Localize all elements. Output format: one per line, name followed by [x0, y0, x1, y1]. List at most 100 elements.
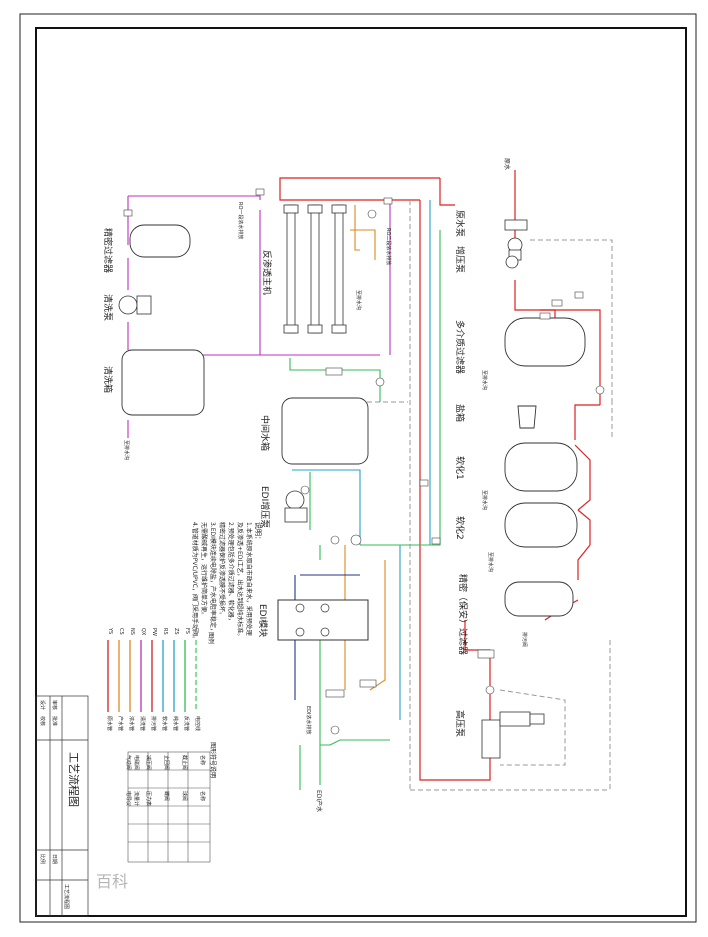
- annot-pollution-drain: 排污阀: [521, 632, 527, 648]
- legend-code: PW: [151, 628, 157, 636]
- symbol-cell: 止回阀: [163, 755, 169, 771]
- label-wash-pump: 清洗泵: [102, 294, 112, 322]
- symbol-cell: 电磁阀: [133, 755, 139, 771]
- edi-pump-shape: [284, 490, 308, 523]
- wash-pump-shape: [118, 295, 152, 315]
- symbol-cell: 名称: [199, 755, 205, 766]
- legend-heading: 图例: [207, 632, 214, 645]
- annot-ro-conc-mid: RO二段浓水排放: [385, 228, 391, 266]
- label-salt-tank: 盐箱: [454, 404, 464, 423]
- drawing-title: 工艺流程图: [67, 752, 80, 807]
- legend-code: RS: [162, 628, 168, 635]
- annot-drain-3: 至排水沟: [481, 370, 487, 391]
- title-block-cell: 日期: [51, 854, 57, 865]
- label-precision-filter-top: 精密过滤器: [102, 228, 112, 274]
- wash-tank-vessel: [121, 349, 205, 416]
- notes-line: 精密过滤器保护反渗透膜不受损坏。: [218, 522, 225, 619]
- softener2-vessel: [504, 502, 578, 548]
- cleaning-lines: [127, 195, 391, 438]
- notes-line: 3.EDI模块连续电除盐，产水电阻率稳定，: [209, 522, 216, 634]
- title-block-project: 工艺流程图: [63, 884, 69, 910]
- symbol-cell: 球阀: [181, 791, 187, 802]
- legend-label: 反洗管: [183, 716, 189, 732]
- symbol-cell: 减压阀: [145, 755, 151, 771]
- watermark: 百科: [96, 872, 129, 891]
- middle-tank-vessel: [281, 397, 369, 465]
- edi-lines: [294, 574, 360, 700]
- hp-pump-shape: [481, 711, 545, 759]
- label-wash-tank: 清洗箱: [102, 366, 112, 394]
- title-block-cell: 批准: [51, 716, 57, 727]
- booster-pump-shape: [505, 255, 519, 269]
- legend-label: 电控线: [194, 716, 200, 732]
- raw-pump-shape: [504, 219, 528, 261]
- multi-filter-vessel: [504, 317, 586, 367]
- edi-port-1: [295, 603, 305, 613]
- legend-label: 产水管: [117, 716, 123, 732]
- label-booster-pump: 增压泵: [454, 246, 464, 274]
- label-middle-tank: 中间水箱: [259, 415, 269, 452]
- annot-ro-conc-top: RO一段浓水排放: [237, 202, 243, 240]
- edi-port-4: [320, 627, 330, 637]
- notes-heading: 说明：: [254, 522, 262, 543]
- salt-tank-vessel: [517, 405, 537, 429]
- symbol-cell: 电导仪: [125, 791, 131, 807]
- legend-label: 原水管: [106, 716, 112, 732]
- title-block-cell: 校核: [39, 716, 45, 727]
- drain-dash-lines: [335, 200, 613, 791]
- symbol-table-grid: [127, 751, 211, 863]
- legend-label: 软水管: [161, 716, 167, 732]
- symbol-cell: 气动阀: [125, 755, 131, 771]
- annot-drain-2: 至排水沟: [355, 290, 361, 311]
- symbol-table-heading: 图形符号说明: [209, 742, 216, 779]
- valve-markers: [123, 188, 605, 735]
- legend-label: 排污管: [150, 716, 156, 732]
- legend-lines: [107, 640, 197, 712]
- raw-water-lines: [279, 170, 601, 781]
- symbol-cell: 流量计: [133, 791, 139, 807]
- symbol-cell: 名称: [199, 791, 205, 802]
- label-ro-host: 反渗透主机: [261, 250, 271, 296]
- legend-code: QX: [140, 628, 146, 636]
- outer-frame: [19, 13, 697, 923]
- legend-code: ZS: [173, 628, 179, 635]
- notes-line: 无需酸碱再生，运行维护简单方便。: [200, 522, 207, 619]
- label-safety-filter: 精密（保安）过滤器: [457, 574, 467, 656]
- title-block-grid: [35, 695, 89, 917]
- notes-line: 2.预处理包括多介质过滤器、软化器，: [227, 522, 234, 624]
- notes-block: 说明： 1.本系统原水取自市政自来水，采用预处理 及反渗透+EDI工艺，出水达到…: [190, 522, 262, 642]
- legend-code: NS: [129, 628, 135, 635]
- safety-filter-vessel: [504, 581, 574, 617]
- label-softener1: 软化1: [454, 456, 464, 480]
- legend-code: —: [195, 628, 201, 633]
- label-raw-water-in: 原水: [503, 158, 510, 171]
- legend-label: 纯水管: [172, 716, 178, 732]
- label-multi-filter: 多介质过滤器: [454, 320, 464, 375]
- symbol-cell: 蝶阀: [163, 791, 169, 802]
- label-softener2: 软化2: [454, 516, 464, 540]
- title-block-cell: 比例: [39, 854, 45, 865]
- notes-line: 4.管道材质为PVC/UPVC，阀门采用手动阀。: [191, 522, 198, 642]
- precision-filter-top-vessel: [129, 224, 191, 258]
- legend-label: 浓水管: [128, 716, 134, 732]
- symbol-cell: 截止阀: [181, 755, 187, 771]
- notes-line: 1.本系统原水取自市政自来水，采用预处理: [245, 522, 252, 636]
- annot-drain-5: 至排水沟: [487, 552, 493, 573]
- legend-code: FS: [184, 628, 190, 634]
- annot-drain-4: 至排水沟: [481, 490, 487, 511]
- legend-code: YS: [107, 628, 113, 635]
- notes-line: 及反渗透+EDI工艺，出水达到超纯水标准。: [236, 522, 243, 640]
- symbol-cell: 压力表: [145, 791, 151, 807]
- softener1-vessel: [504, 442, 578, 492]
- edi-port-2: [320, 603, 330, 613]
- label-hp-pump: 高压泵: [454, 710, 464, 738]
- label-raw-pump: 原水泵: [454, 210, 464, 238]
- inner-frame: [35, 27, 687, 917]
- edi-port-3: [295, 627, 305, 637]
- legend-label: 清洗管: [139, 716, 145, 732]
- legend-code: CS: [118, 628, 124, 635]
- ro-host: [283, 204, 347, 334]
- title-block-cell: 审核: [51, 700, 57, 711]
